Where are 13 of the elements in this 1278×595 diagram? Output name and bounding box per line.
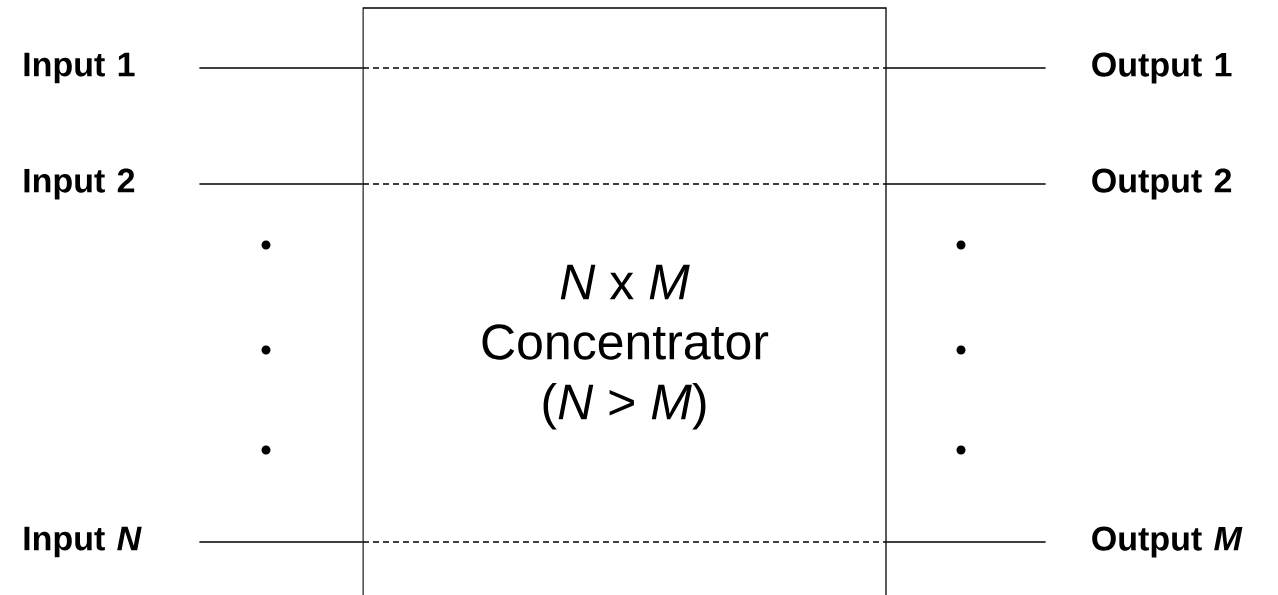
signal-line [198,541,364,543]
port-label: Input N [24,526,142,558]
concentrator-box: N x M Concentrator (N > M) [362,7,887,595]
signal-line [198,183,364,185]
port-label: Output 2 [1092,168,1232,200]
signal-line [198,67,364,69]
port-label: Output 1 [1092,52,1232,84]
port-label: Output M [1092,526,1243,558]
signal-line [885,183,1047,185]
port-label: Input 2 [24,168,135,200]
signal-line [885,67,1047,69]
signal-line [885,541,1047,543]
port-label: Input 1 [24,52,135,84]
